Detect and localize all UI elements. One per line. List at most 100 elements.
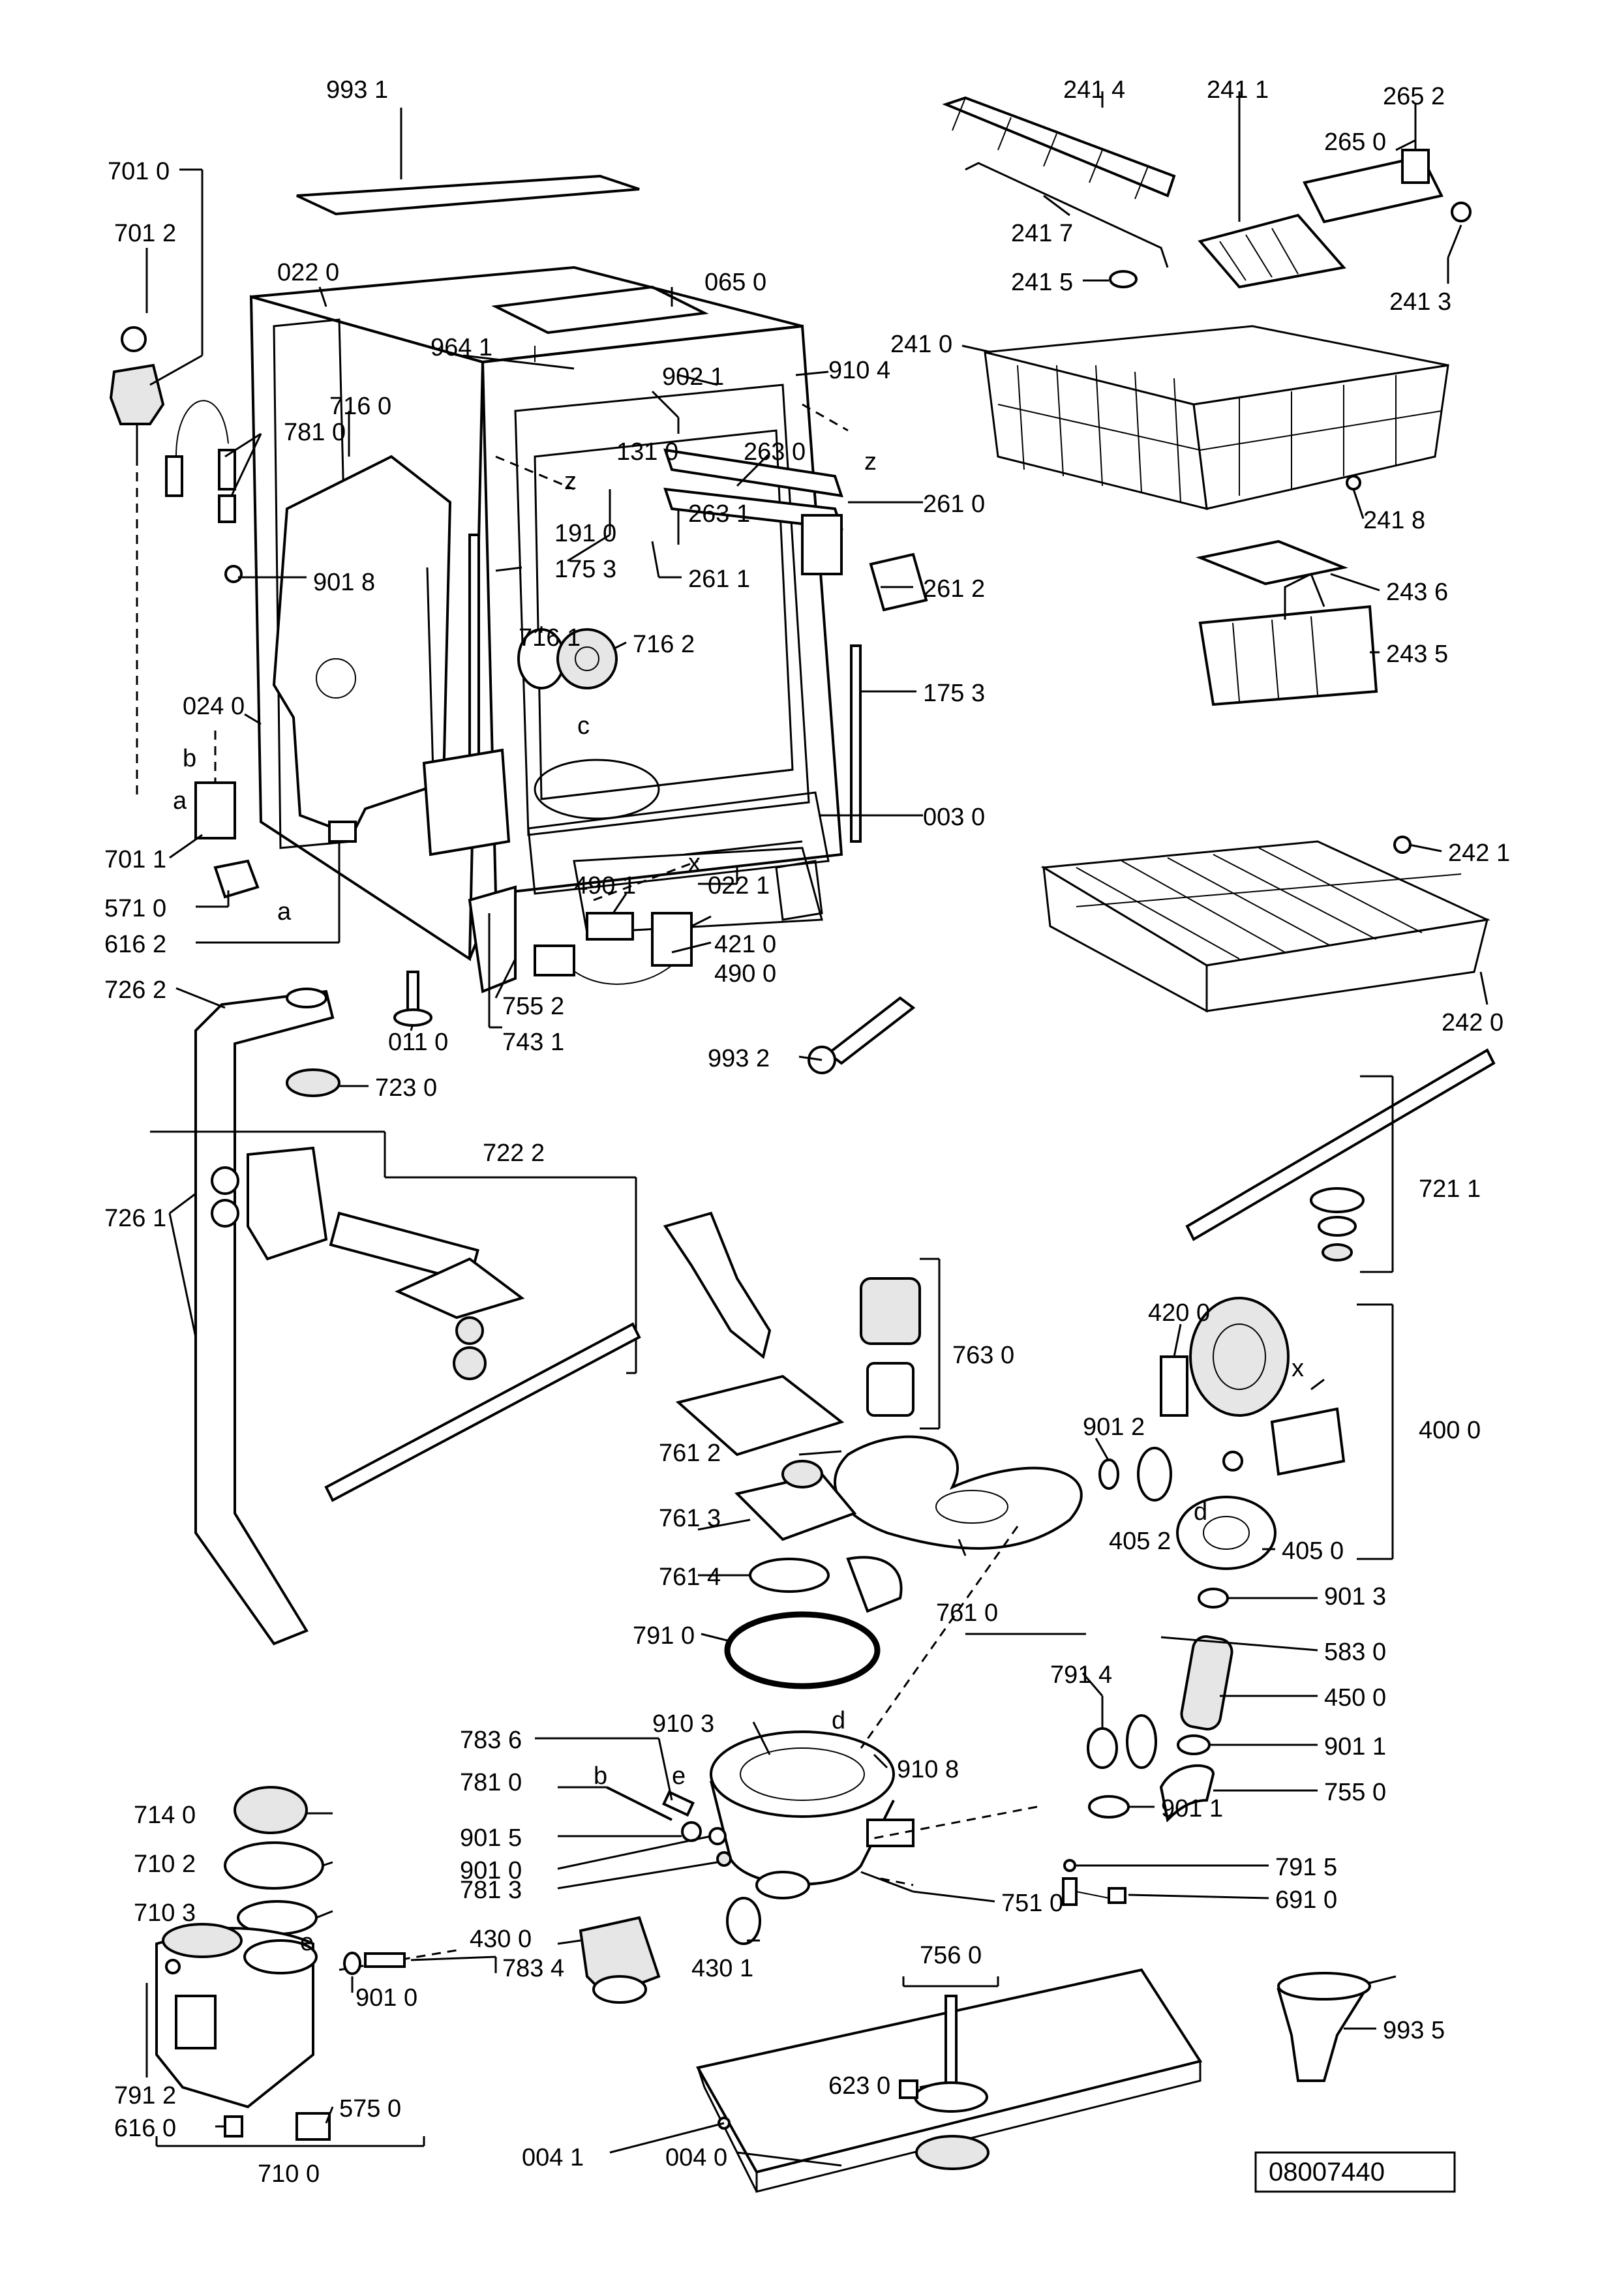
clamp-9012 [1098,1458,1119,1490]
part-label-2612: 261 2 [923,575,985,603]
part-label-9012: 901 2 [1083,1413,1145,1441]
fine-filter-7630 [860,1277,921,1345]
pump-plate [1270,1407,1346,1476]
lower-basket-2420 [1040,840,1491,1013]
part-label-2630: 263 0 [744,438,806,466]
part-label-1753a: 175 3 [554,556,616,583]
side-insulation-panel [272,455,452,837]
wheel-2413 [1451,202,1472,222]
part-label-0030: 003 0 [923,804,985,831]
part-label-9021: 902 1 [662,363,724,391]
part-label-e1: e [672,1762,686,1790]
switch-6230 [899,2079,918,2099]
part-label-z2: z [864,448,877,476]
part-label-7610: 761 0 [936,1599,998,1627]
hose-7834 [364,1952,406,1968]
part-label-7810b: 781 0 [460,1769,522,1796]
part-label-9104: 910 4 [828,357,890,384]
part-label-7550: 755 0 [1324,1779,1386,1806]
top-plate [491,285,709,335]
gasket-7910 [724,1611,881,1689]
diagram-id-box: 08007440 [1254,2151,1456,2193]
part-label-7912: 791 2 [114,2082,176,2109]
valve-cap [121,326,147,352]
clip-2415 [1109,270,1138,288]
sump-7510 [710,1730,914,1899]
part-label-4210: 421 0 [714,931,776,958]
pipe-seal-7262 [286,988,327,1008]
part-label-5710: 571 0 [104,895,166,922]
tray-2411 [1198,213,1346,289]
part-label-4052: 405 2 [1109,1528,1171,1555]
part-label-2435: 243 5 [1386,641,1448,668]
part-label-x1: x [688,849,701,877]
part-label-7011: 701 1 [104,846,166,873]
base-tray-0040 [695,1968,1203,2193]
part-label-9931: 993 1 [326,76,388,104]
seal-strip-left [468,534,480,778]
capacitor-4200 [1160,1355,1188,1417]
seal-7915 [1063,1859,1076,1872]
sensor-6910 [1062,1877,1078,1906]
part-label-b1: b [183,745,196,772]
part-label-2610: 261 0 [923,491,985,518]
part-label-7915: 791 5 [1275,1854,1337,1881]
part-label-9932: 993 2 [708,1045,770,1072]
wash-pump-assembly-4000 [1098,1297,1394,1570]
part-label-7836: 783 6 [460,1727,522,1754]
hose-7810 [606,1786,673,1821]
part-label-7161: 716 1 [519,624,581,652]
part-label-7140: 714 0 [134,1802,196,1829]
arm-bracket-7612 [675,1374,845,1457]
sieve-plate-7610 [834,1435,1083,1550]
pump-motor [1189,1297,1290,1417]
part-label-7261: 726 1 [104,1205,166,1232]
rail-261 [801,514,843,575]
part-label-7910: 791 0 [633,1622,695,1650]
part-label-z1: z [564,468,577,495]
hose-fitting-a [165,455,183,497]
part-label-7100: 710 0 [258,2160,320,2188]
hose-4052 [1137,1447,1172,1502]
heater-4500 [1180,1635,1233,1730]
wrench-9932 [826,996,916,1065]
seal-strip-right [850,644,862,843]
part-label-7613: 761 3 [659,1505,721,1532]
part-label-2436: 243 6 [1386,579,1448,606]
part-label-7160: 716 0 [329,393,391,420]
part-label-2417: 241 7 [1011,220,1073,247]
part-label-4000: 400 0 [1419,1417,1481,1444]
part-label-7010: 701 0 [108,158,170,185]
hose-fitting-b [218,449,236,491]
part-7813 [716,1851,732,1867]
seal-7614 [749,1558,830,1593]
part-label-4300: 430 0 [470,1926,532,1953]
part-label-x2: x [1292,1355,1304,1382]
diagram-id-frame [1254,2151,1456,2193]
part-label-7560: 756 0 [920,1942,982,1969]
part-label-7262: 726 2 [104,976,166,1004]
upper-spray-arm-7211 [1185,1048,1496,1241]
part-label-7810: 781 0 [284,419,346,446]
coarse-filter-7630 [866,1362,914,1417]
part-label-4901: 490 1 [574,872,636,899]
wheel-2421 [1393,836,1412,854]
upper-basket-2410 [984,325,1449,510]
part-label-4500: 450 0 [1324,1684,1386,1712]
part-label-1910: 191 0 [554,520,616,547]
nut-7230 [286,1068,340,1097]
part-label-7612: 761 2 [659,1440,721,1467]
hose-fitting-c [218,494,236,523]
part-label-5750: 575 0 [339,2095,401,2122]
part-label-9011b: 901 1 [1161,1795,1223,1822]
part-label-1753b: 175 3 [923,680,985,707]
spray-supply-pipe [194,989,335,1646]
door-latch-plate [422,748,511,856]
spray-hub-722 [395,1257,525,1320]
part-label-2410: 241 0 [890,331,952,358]
part-label-d1: d [1194,1498,1207,1526]
part-label-2611: 261 1 [688,566,750,593]
part-label-4301: 430 1 [691,1955,753,1982]
